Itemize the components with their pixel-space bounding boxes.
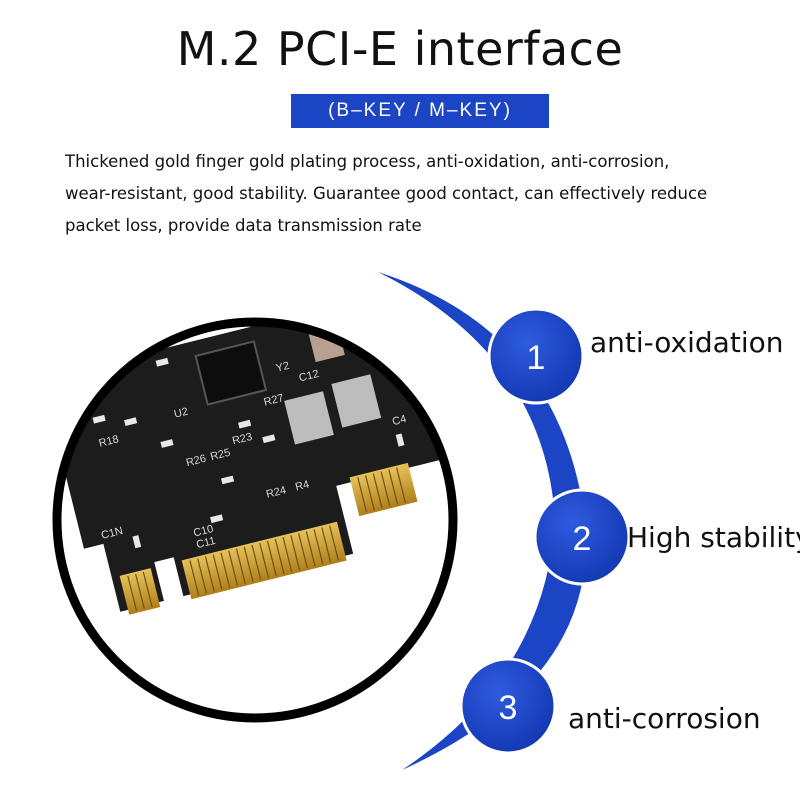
key-type-badge: (B–KEY / M–KEY) — [291, 94, 549, 128]
svg-text:1: 1 — [527, 339, 546, 377]
inductor — [284, 391, 334, 445]
svg-text:COUT: COUT — [347, 317, 380, 336]
svg-text:C12: C12 — [298, 368, 320, 385]
svg-text:C10: C10 — [192, 523, 214, 540]
magnifier-ring — [52, 317, 458, 723]
controller-chip — [194, 340, 268, 406]
svg-text:C11: C11 — [195, 535, 217, 551]
svg-text:R25: R25 — [209, 447, 231, 464]
page-title: M.2 PCI-E interface — [176, 22, 624, 76]
svg-text:Y2: Y2 — [275, 360, 291, 375]
svg-text:R24: R24 — [265, 484, 287, 501]
feature-marker-2: 2 — [533, 488, 631, 586]
svg-text:C1N: C1N — [100, 525, 124, 542]
pcb-closeup: C10 C11 R24 R4 R26 R25 R23 R27 R18 U2 Y2… — [57, 317, 453, 718]
svg-text:R27: R27 — [263, 392, 285, 409]
inductor — [331, 374, 382, 428]
svg-text:C4: C4 — [391, 413, 408, 428]
description-line: packet loss, provide data transmission r… — [65, 216, 422, 235]
svg-text:U2: U2 — [173, 406, 190, 421]
svg-text:R18: R18 — [98, 433, 120, 450]
feature-marker-1: 1 — [487, 307, 585, 405]
feature-label-anti-oxidation: anti-oxidation — [590, 326, 784, 359]
silkscreen-labels: C10 C11 R24 R4 R26 R25 R23 R27 R18 U2 Y2… — [98, 317, 408, 551]
description-line: wear-resistant, good stability. Guarante… — [65, 184, 708, 203]
feature-marker-3: 3 — [459, 657, 557, 755]
feature-label-high-stability: High stability — [627, 521, 800, 554]
svg-text:R4: R4 — [294, 479, 311, 494]
svg-text:R23: R23 — [231, 431, 253, 448]
description-line: Thickened gold finger gold plating proce… — [65, 152, 670, 171]
svg-text:R26: R26 — [185, 453, 207, 470]
description: Thickened gold finger gold plating proce… — [65, 146, 745, 242]
feature-label-anti-corrosion: anti-corrosion — [568, 702, 761, 735]
svg-text:3: 3 — [499, 689, 518, 727]
svg-text:2: 2 — [573, 520, 592, 558]
